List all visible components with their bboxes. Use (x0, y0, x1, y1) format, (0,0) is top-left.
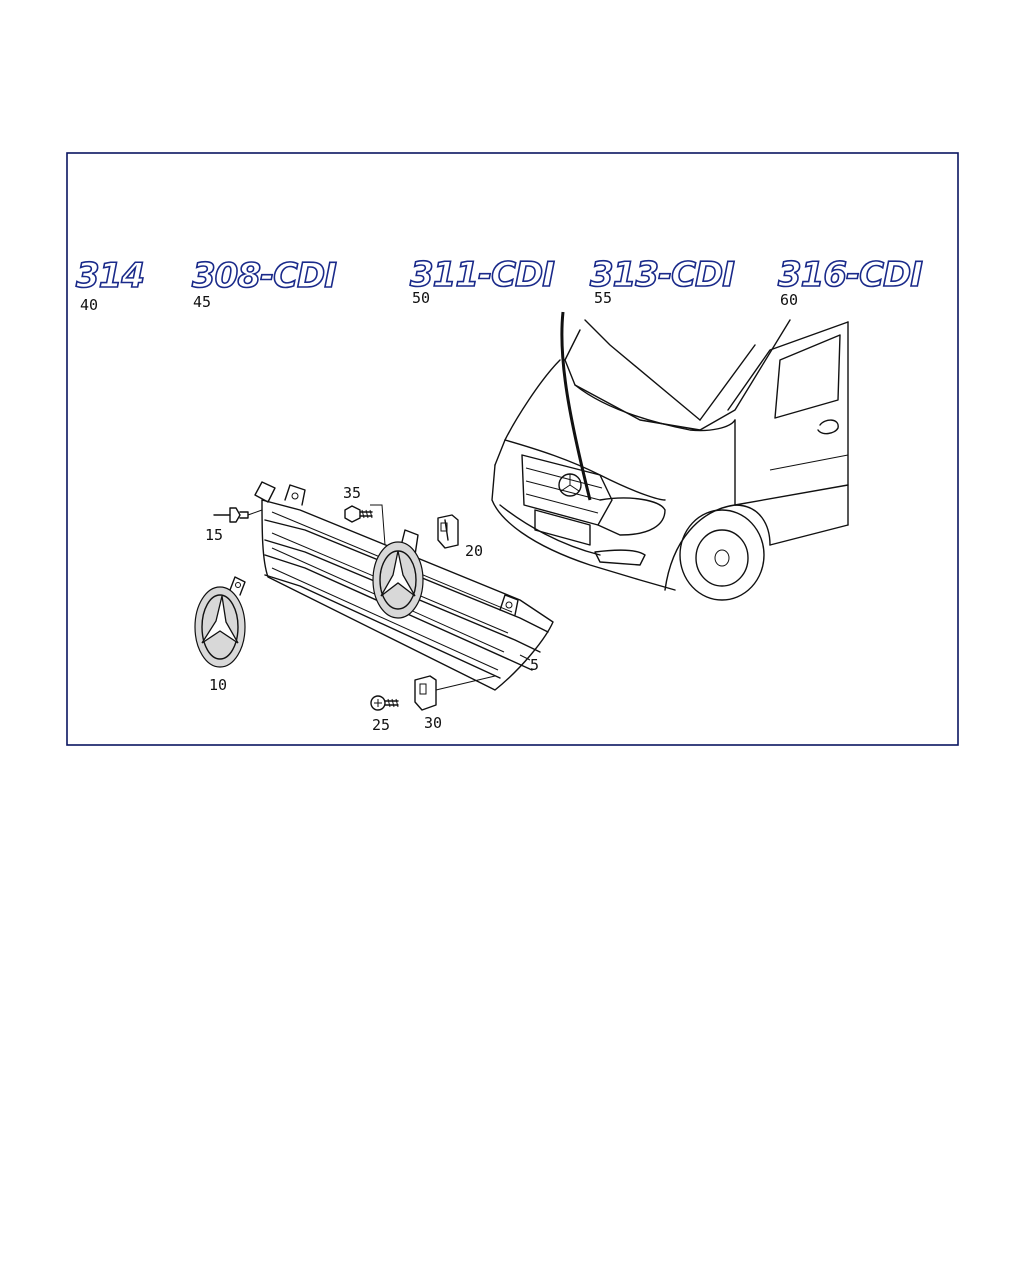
badge-308-cdi: 308-CDI (192, 256, 336, 296)
callout-45: 45 (193, 293, 211, 311)
callout-40: 40 (80, 296, 98, 314)
radiator-grille (229, 481, 554, 691)
diagram-frame (66, 152, 959, 746)
screw-lower-part (370, 695, 399, 711)
callout-55: 55 (594, 289, 612, 307)
rivet-part (213, 507, 263, 523)
callout-50: 50 (412, 289, 430, 307)
clip-upper-part (437, 514, 459, 549)
badge-313-cdi: 313-CDI (590, 255, 734, 295)
callout-15: 15 (205, 526, 223, 544)
callout-30: 30 (424, 714, 442, 732)
callout-5: 5 (530, 656, 539, 674)
leader-grille (519, 654, 531, 661)
clip-lower-part (414, 675, 496, 711)
callout-10: 10 (209, 676, 227, 694)
badge-316-cdi: 316-CDI (778, 255, 922, 295)
badge-314: 314 (76, 256, 144, 296)
screw-upper-part (344, 504, 386, 546)
callout-35: 35 (343, 484, 361, 502)
callout-25: 25 (372, 716, 390, 734)
badge-311-cdi: 311-CDI (410, 255, 554, 295)
van-front-illustration (491, 311, 849, 601)
callout-20: 20 (465, 542, 483, 560)
star-emblem (194, 586, 246, 668)
callout-60: 60 (780, 291, 798, 309)
